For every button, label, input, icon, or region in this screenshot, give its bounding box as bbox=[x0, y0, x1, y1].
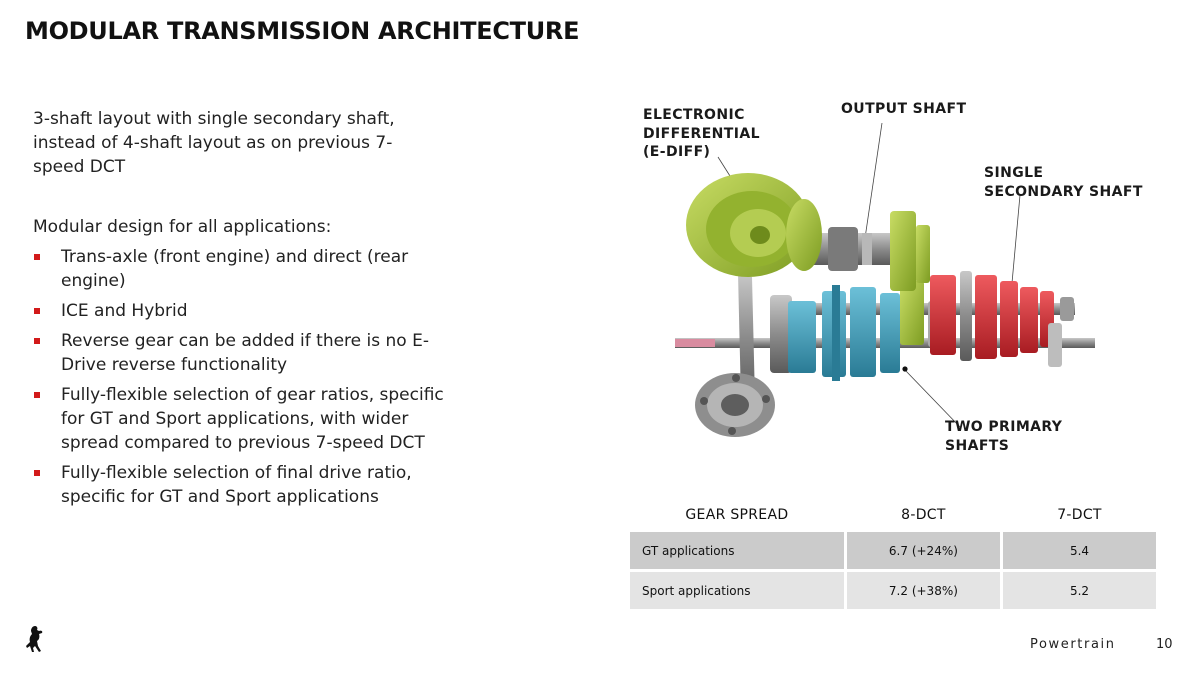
row-7dct-value: 5.4 bbox=[1003, 532, 1156, 569]
bullet-item: ICE and Hybrid bbox=[33, 299, 463, 323]
table-header-7dct: 7-DCT bbox=[1057, 507, 1102, 523]
bullet-square-icon bbox=[34, 254, 40, 260]
drive-shaft bbox=[738, 273, 755, 400]
bullet-square-icon bbox=[34, 392, 40, 398]
e-diff-label: ELECTRONIC DIFFERENTIAL (E-DIFF) bbox=[643, 107, 760, 160]
page-number: 10 bbox=[1156, 637, 1173, 652]
bullet-item: Fully-flexible selection of final drive … bbox=[33, 461, 463, 509]
bullet-list: Trans-axle (front engine) and direct (re… bbox=[33, 245, 463, 509]
table-header-gear-spread: GEAR SPREAD bbox=[685, 507, 789, 523]
table-header-row: GEAR SPREAD 8-DCT 7-DCT bbox=[630, 501, 1156, 529]
primary-shafts-pointer-dot bbox=[902, 366, 908, 372]
bullet-square-icon bbox=[34, 338, 40, 344]
table-header-8dct: 8-DCT bbox=[901, 507, 946, 523]
row-label: Sport applications bbox=[630, 572, 844, 609]
input-shaft-spline bbox=[675, 339, 715, 347]
modular-section: Modular design for all applications: Tra… bbox=[33, 215, 463, 515]
secondary-shaft-label: SINGLE SECONDARY SHAFT bbox=[984, 165, 1143, 200]
e-diff-ring-gear bbox=[686, 173, 822, 277]
row-label: GT applications bbox=[630, 532, 844, 569]
row-8dct-value: 7.2 (+38%) bbox=[846, 572, 1001, 609]
prancing-horse-icon bbox=[26, 626, 43, 652]
table-row: GT applications 6.7 (+24%) 5.4 bbox=[630, 532, 1156, 569]
blue-primary-gears bbox=[770, 285, 900, 381]
intro-text: 3-shaft layout with single secondary sha… bbox=[33, 109, 395, 177]
table-row: Sport applications 7.2 (+38%) 5.2 bbox=[630, 572, 1156, 609]
bullet-item: Fully-flexible selection of gear ratios,… bbox=[33, 383, 463, 455]
gear-spread-table: GEAR SPREAD 8-DCT 7-DCT GT applications … bbox=[627, 498, 1159, 612]
bullet-item: Trans-axle (front engine) and direct (re… bbox=[33, 245, 463, 293]
primary-shafts-label: TWO PRIMARY SHAFTS bbox=[945, 419, 1063, 454]
red-secondary-gears bbox=[930, 271, 1062, 367]
bullet-square-icon bbox=[34, 470, 40, 476]
row-7dct-value: 5.2 bbox=[1003, 572, 1156, 609]
slide-title: MODULAR TRANSMISSION ARCHITECTURE bbox=[25, 17, 580, 45]
row-8dct-value: 6.7 (+24%) bbox=[846, 532, 1001, 569]
footer-section-label: Powertrain bbox=[1030, 637, 1116, 652]
modular-heading: Modular design for all applications: bbox=[33, 217, 332, 237]
transmission-diagram bbox=[675, 122, 1095, 437]
output-shaft-label: OUTPUT SHAFT bbox=[841, 101, 967, 117]
bullet-item: Reverse gear can be added if there is no… bbox=[33, 329, 463, 377]
bullet-square-icon bbox=[34, 308, 40, 314]
output-shaft-assembly bbox=[800, 211, 930, 291]
